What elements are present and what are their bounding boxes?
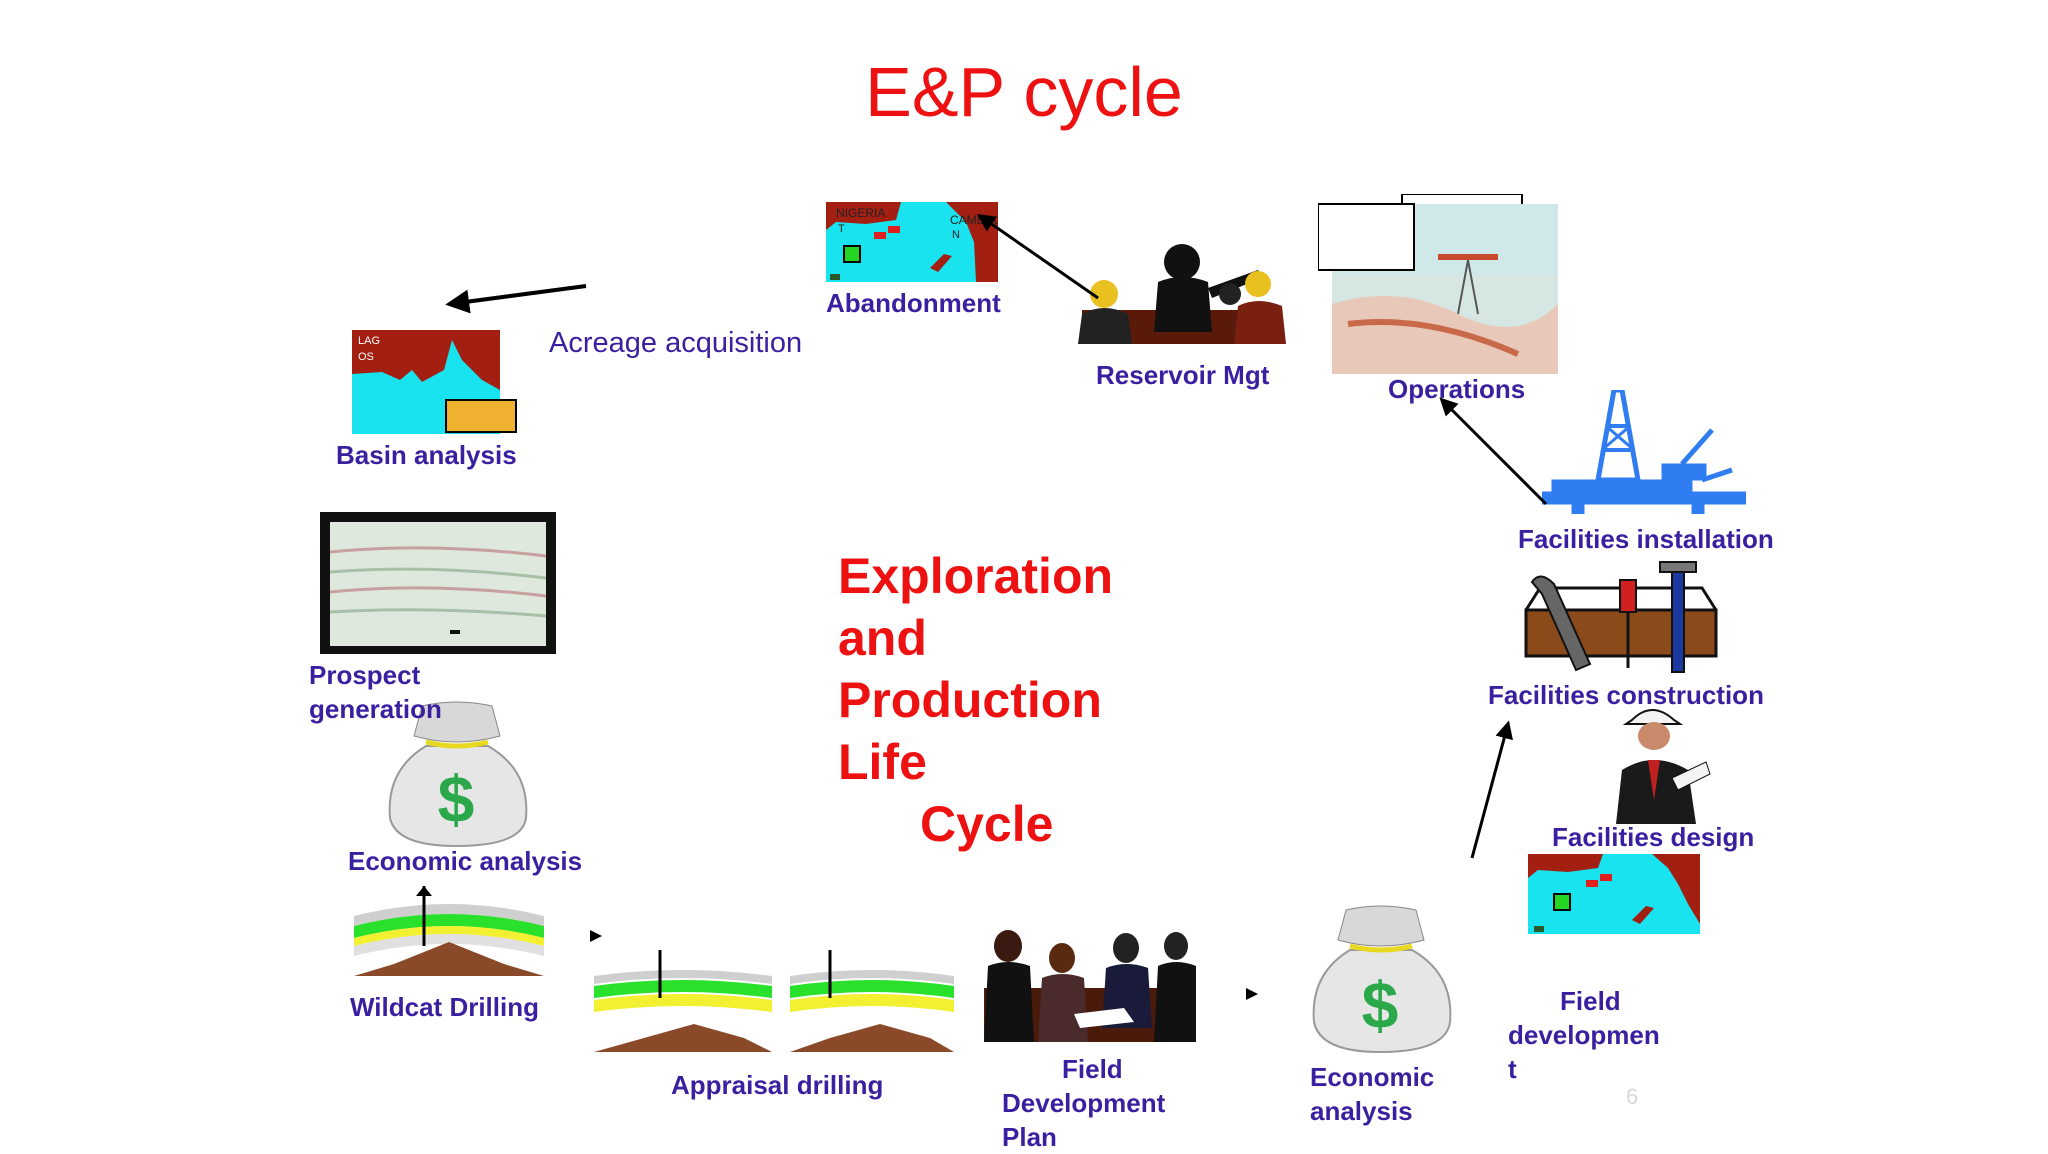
page-title: E&P cycle	[865, 53, 1183, 131]
toolbox-icon	[1524, 561, 1718, 673]
engineer-icon	[1616, 709, 1711, 824]
label-facilities-design: Facilities design	[1552, 822, 1755, 852]
seismic-section-icon	[320, 512, 556, 654]
appraisal-drilling-icon	[594, 950, 954, 1052]
label-prospect-generation: Prospect generation	[309, 658, 442, 726]
meeting-table-icon	[984, 930, 1196, 1042]
center-line-1: Exploration	[838, 548, 1114, 604]
field-map-icon	[1528, 854, 1700, 934]
arrow-to-facilities-design	[1470, 720, 1513, 859]
arrowhead-fdp	[1246, 988, 1258, 1000]
label-prospect-line-1: Prospect	[309, 660, 421, 690]
label-fd-line-3: t	[1508, 1054, 1517, 1084]
label-reservoir-mgt: Reservoir Mgt	[1096, 360, 1270, 390]
label-facilities-construction: Facilities construction	[1488, 680, 1764, 710]
arrow-to-operations	[1439, 397, 1548, 506]
meeting-icon	[1078, 244, 1286, 344]
map-text-nigeria-suffix: T	[838, 223, 845, 235]
label-abandonment: Abandonment	[826, 288, 1001, 318]
money-bag-icon: $	[388, 701, 528, 848]
offshore-platform-icon	[1318, 194, 1558, 374]
map-text-nigeria: NIGERIA	[836, 206, 885, 220]
label-fdp-line-2: Development	[1002, 1088, 1166, 1118]
center-line-3: Production	[838, 672, 1102, 728]
center-title: Exploration and Production Life Cycle	[838, 545, 1113, 855]
label-econ-line-1: Economic	[1310, 1062, 1435, 1092]
acreage-acquisition-label: Acreage acquisition	[549, 327, 803, 359]
center-line-5: Cycle	[920, 796, 1054, 852]
label-fdp-line-1: Field	[1062, 1054, 1123, 1084]
label-fd-line-2: developmen	[1508, 1020, 1660, 1050]
label-economic-analysis-bottom: Economic analysis	[1310, 1060, 1434, 1128]
svg-text:$: $	[438, 762, 475, 836]
label-wildcat-drilling: Wildcat Drilling	[350, 992, 539, 1022]
map-text-lagos-1: LAG	[358, 335, 380, 347]
label-appraisal-drilling: Appraisal drilling	[671, 1070, 884, 1100]
label-econ-line-2: analysis	[1310, 1096, 1413, 1126]
arrowhead-wildcat	[590, 930, 602, 942]
map-text-cameroun-suffix: N	[952, 229, 960, 241]
abandonment-map-icon: NIGERIA T CAMEROU N	[826, 202, 998, 282]
arrow-to-abandonment	[977, 213, 1099, 300]
label-fd-line-1: Field	[1560, 986, 1621, 1016]
label-basin-analysis: Basin analysis	[336, 440, 517, 470]
label-facilities-installation: Facilities installation	[1518, 524, 1774, 554]
label-prospect-line-2: generation	[309, 694, 442, 724]
basin-map-icon: LAG OS	[352, 330, 517, 434]
label-operations: Operations	[1388, 374, 1526, 404]
drilling-rig-icon	[1542, 390, 1746, 514]
map-text-lagos-2: OS	[358, 351, 374, 363]
center-line-4: Life	[838, 734, 927, 790]
drilling-cross-section-icon	[354, 886, 544, 976]
arrow-to-basin	[445, 284, 587, 314]
money-bag-icon-2: $	[1312, 905, 1452, 1054]
label-field-development: Field developmen t	[1508, 984, 1660, 1086]
svg-text:$: $	[1362, 968, 1399, 1042]
page-number: 6	[1626, 1084, 1639, 1109]
center-line-2: and	[838, 610, 927, 666]
label-fdp-line-3: Plan	[1002, 1122, 1057, 1152]
label-economic-analysis-left: Economic analysis	[348, 846, 583, 876]
label-field-development-plan: Field Development Plan	[1002, 1052, 1165, 1154]
